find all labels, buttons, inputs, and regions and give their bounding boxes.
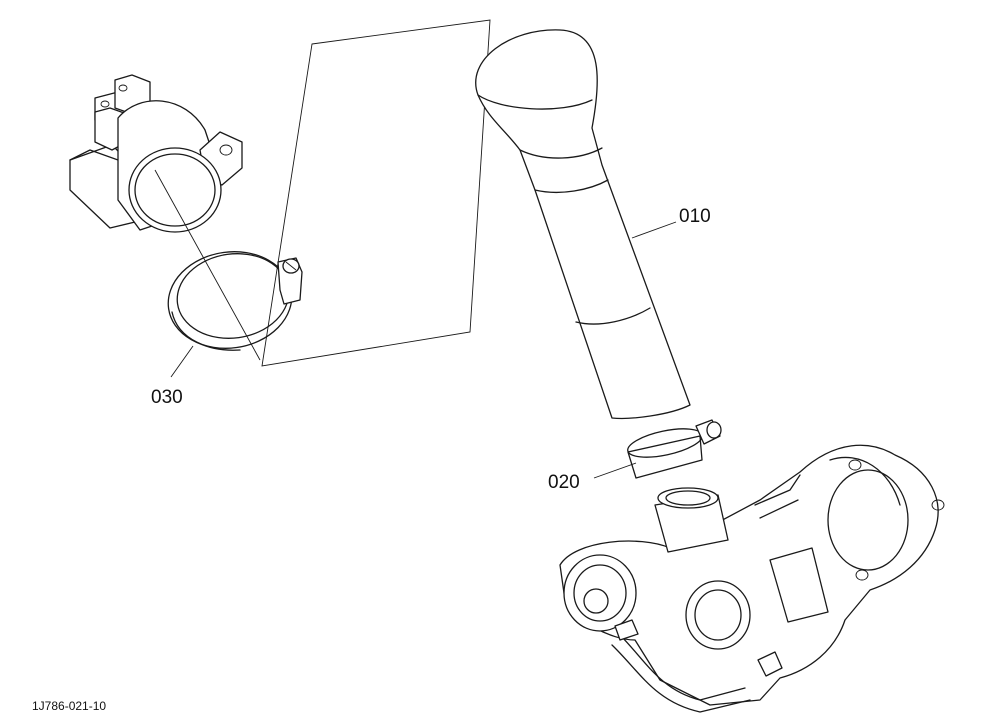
assembly-frame xyxy=(261,19,491,367)
leader-030 xyxy=(170,345,194,378)
callout-020: 020 xyxy=(548,472,580,493)
outlet-housing xyxy=(69,74,261,361)
callout-030: 030 xyxy=(151,387,183,408)
turbocharger-housing xyxy=(559,444,945,713)
callout-010: 010 xyxy=(679,206,711,227)
leader-020 xyxy=(593,462,637,479)
hose xyxy=(475,29,691,420)
hose-clamp-upper xyxy=(167,251,303,351)
document-number: 1J786-021-10 xyxy=(32,699,106,713)
hose-clamp-lower xyxy=(627,419,722,479)
leader-010 xyxy=(631,221,677,239)
